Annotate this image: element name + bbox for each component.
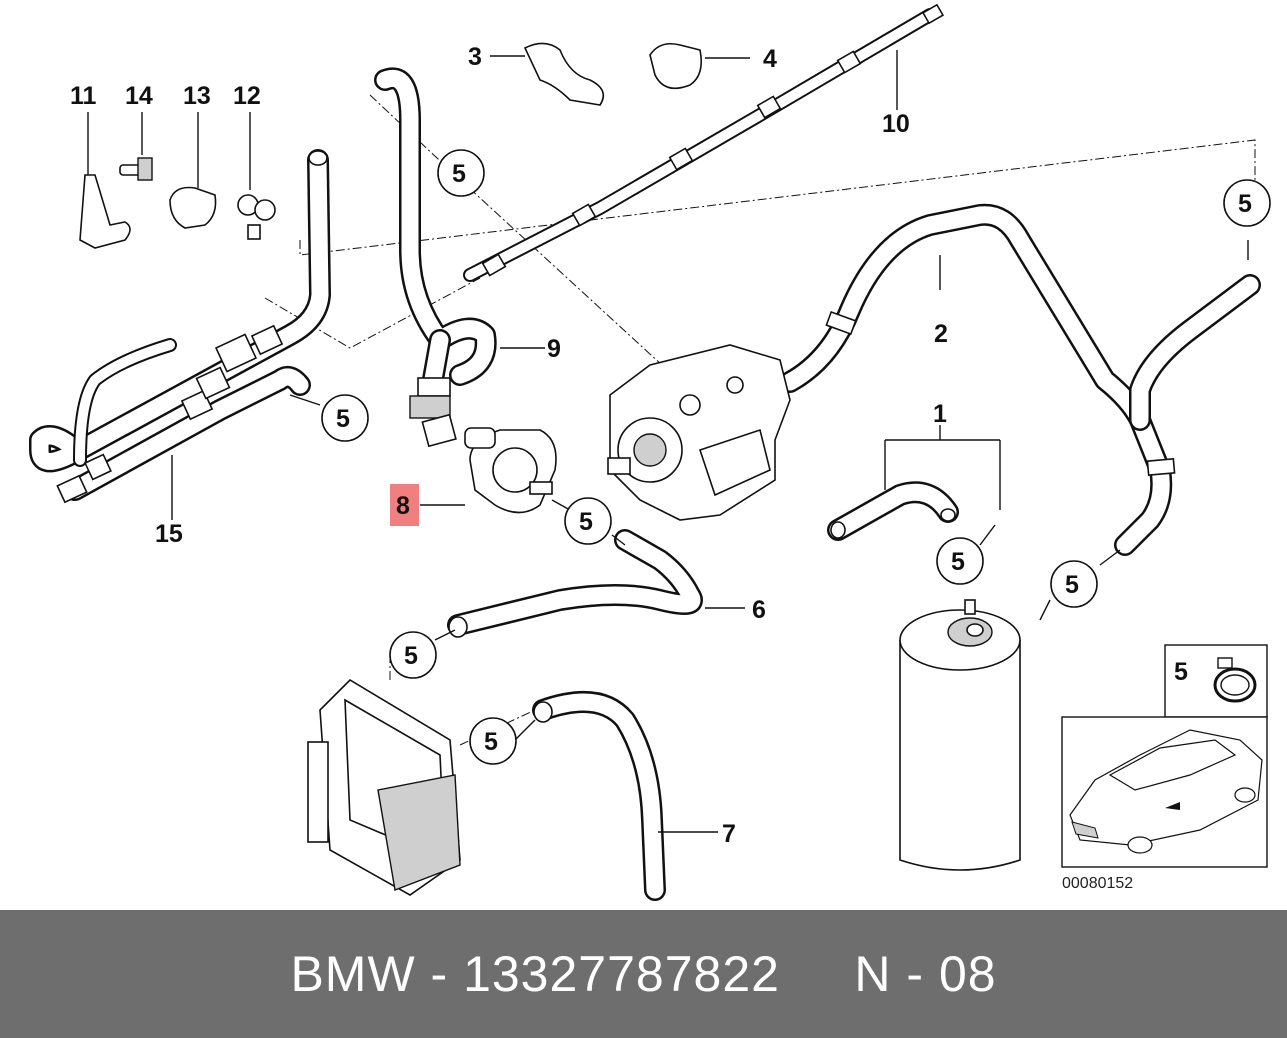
inset-panel: 5 00080152 xyxy=(1061,644,1268,892)
car-icon xyxy=(1069,729,1263,854)
hose-2 xyxy=(779,203,1261,556)
svg-text:5: 5 xyxy=(484,728,498,756)
highlight-box xyxy=(390,484,419,526)
line-15-assembly xyxy=(29,149,331,504)
callout-7: 7 xyxy=(722,820,736,848)
callout-1: 1 xyxy=(933,400,947,428)
callout-15: 15 xyxy=(155,520,183,548)
callout-11: 11 xyxy=(70,82,97,110)
part-8 xyxy=(464,427,557,514)
circle-callout-5: 5 xyxy=(564,497,612,545)
callout-9: 9 xyxy=(547,335,561,363)
callout-12: 12 xyxy=(233,82,261,110)
hose-6 xyxy=(447,529,703,638)
callout-13: 13 xyxy=(183,82,211,110)
fuel-cooler xyxy=(307,678,461,896)
inset-clamp-label: 5 xyxy=(1174,658,1188,686)
clamps xyxy=(523,42,703,106)
circle-callout-5: 5 xyxy=(469,717,517,765)
circle-callout-5: 5 xyxy=(321,394,369,442)
fuel-filter xyxy=(899,599,1021,871)
circle-callout-5: 5 xyxy=(389,631,437,679)
svg-text:5: 5 xyxy=(1238,190,1252,218)
callout-8-highlight: 8 xyxy=(390,484,419,526)
callout-6: 6 xyxy=(752,596,766,624)
small-parts xyxy=(79,157,276,249)
callout-4: 4 xyxy=(763,45,777,73)
circle-callout-5: 5 xyxy=(437,149,485,197)
circle-callout-5: 5 xyxy=(936,537,984,585)
line-10 xyxy=(463,3,945,282)
fuel-pump xyxy=(607,344,791,521)
circle-callout-5: 5 xyxy=(1050,560,1098,608)
footer-part-number: BMW - 13327787822 N - 08 xyxy=(290,946,997,1002)
callout-14: 14 xyxy=(125,82,153,110)
svg-text:5: 5 xyxy=(452,160,466,188)
hose-clamp-icon xyxy=(1213,657,1257,703)
hose-upper-middle xyxy=(374,67,497,448)
reference-code: 00080152 xyxy=(1062,875,1133,892)
svg-text:5: 5 xyxy=(336,405,350,433)
hose-7 xyxy=(532,691,666,901)
footer-bar: BMW - 13327787822 N - 08 xyxy=(0,910,1287,1038)
callout-10: 10 xyxy=(882,110,910,138)
callout-8: 8 xyxy=(396,492,410,520)
callout-numbers: 11 14 13 12 3 4 10 9 2 1 15 6 7 xyxy=(70,43,948,848)
circled-callouts: 5 5 5 5 5 5 5 5 xyxy=(321,149,1271,765)
svg-text:5: 5 xyxy=(951,548,965,576)
svg-text:5: 5 xyxy=(1065,571,1079,599)
leader-lines xyxy=(87,50,1249,833)
callout-3: 3 xyxy=(468,43,482,71)
callout-2: 2 xyxy=(934,320,948,348)
svg-text:5: 5 xyxy=(579,508,593,536)
svg-text:5: 5 xyxy=(404,642,418,670)
hose-1 xyxy=(827,481,959,541)
parts-diagram: 11 14 13 12 3 4 10 9 2 1 15 6 7 8 5 5 5 xyxy=(29,3,1271,901)
circle-callout-5: 5 xyxy=(1223,179,1271,227)
